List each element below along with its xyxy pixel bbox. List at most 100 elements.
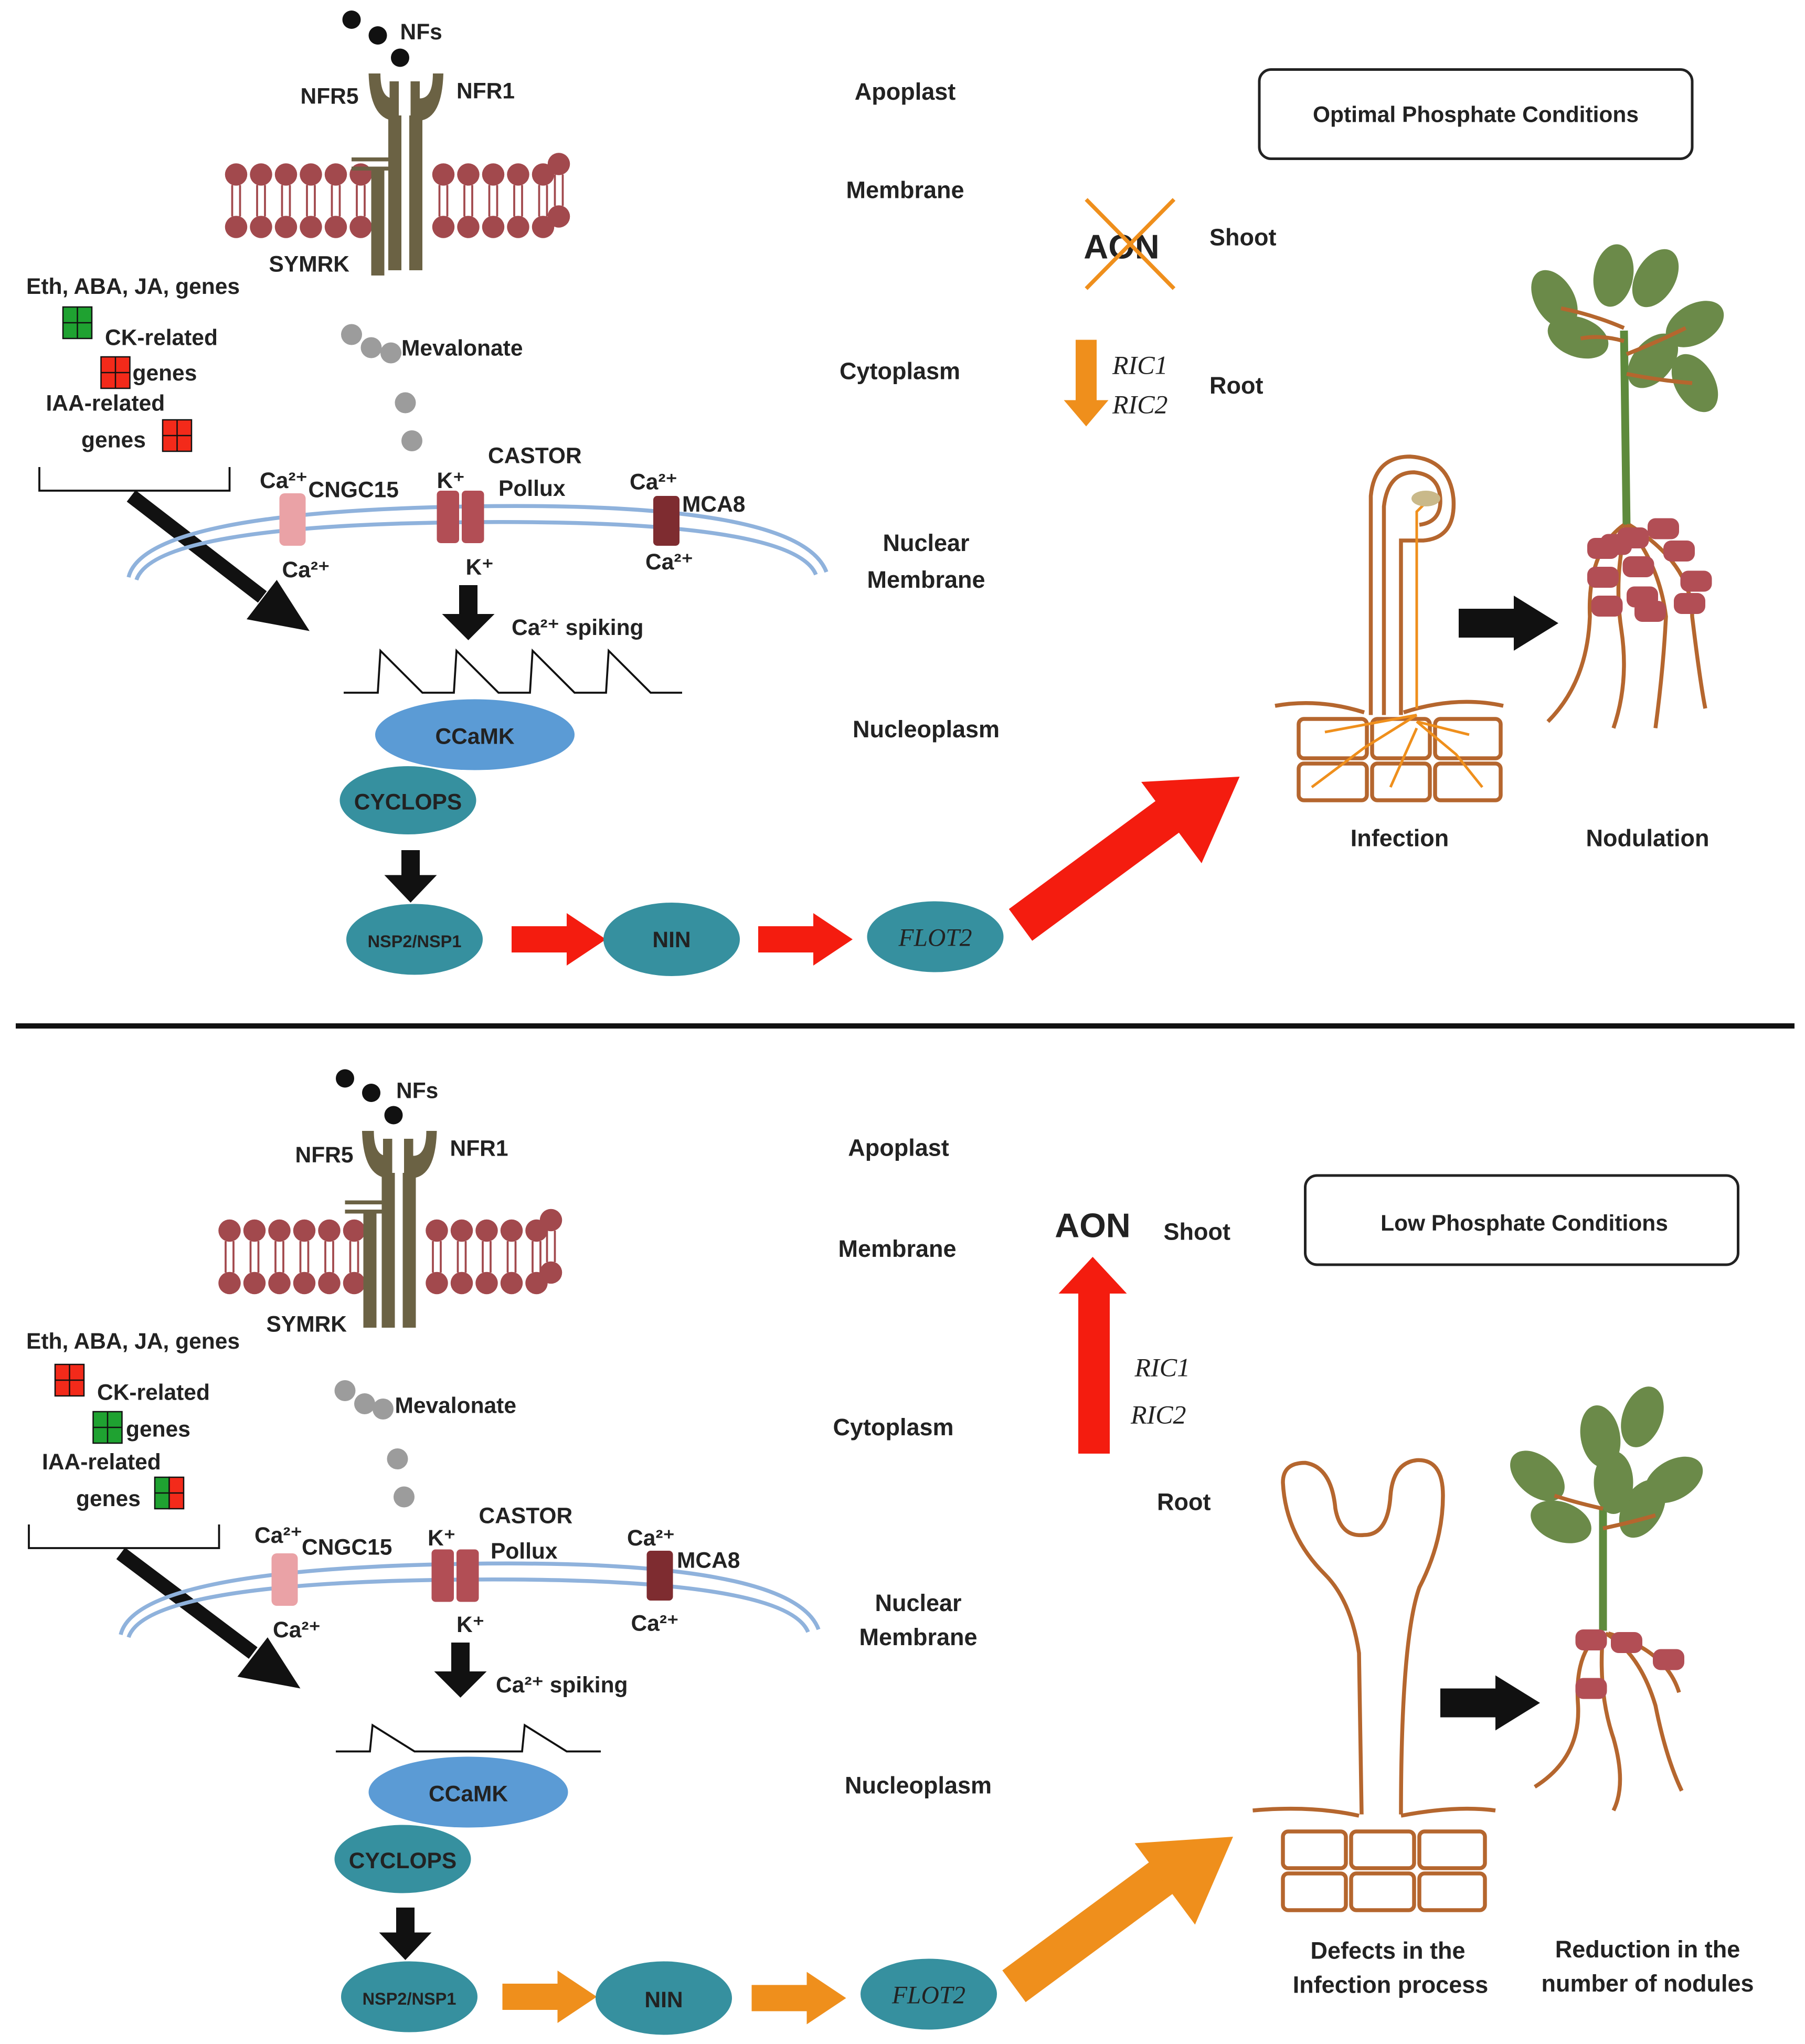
nuclear-membrane-label: Membrane <box>859 1624 977 1650</box>
red-regulation-box <box>54 1363 85 1397</box>
aon-cross <box>1085 198 1176 290</box>
castor-label: CASTOR <box>488 444 582 469</box>
ccamk-label: CCaMK <box>429 1782 508 1807</box>
iaa-related-label: IAA-related <box>42 1450 161 1475</box>
nin-protein <box>603 903 740 976</box>
mevalonate-dots <box>341 324 422 451</box>
mevalonate-label: Mevalonate <box>401 336 523 361</box>
ca-label: Ca²⁺ <box>260 469 307 493</box>
spiking-arrow-head <box>442 614 495 640</box>
nodule-reduction-label-2: number of nodules <box>1542 1970 1754 1997</box>
apoplast-label: Apoplast <box>848 1135 949 1161</box>
nin-label: NIN <box>652 928 691 952</box>
nsp-protein <box>341 1961 477 2032</box>
k-label: K⁺ <box>456 1613 484 1637</box>
spiking-arrow <box>459 585 477 617</box>
nsp-label: NSP2/NSP1 <box>368 932 462 951</box>
flot2-protein <box>867 901 1004 972</box>
nsp-to-nin-arrow <box>502 1984 558 2010</box>
green-regulation-box <box>62 306 93 340</box>
membrane-label: Membrane <box>846 177 964 204</box>
root-label: Root <box>1157 1489 1211 1516</box>
infection-defect-label-2: Infection process <box>1293 1972 1489 1998</box>
ccamk-protein <box>368 1756 568 1828</box>
mca8-label: MCA8 <box>677 1549 740 1573</box>
nin-to-flot2-arrow <box>758 926 813 952</box>
nodulated-plant <box>1522 241 1732 729</box>
ric2-label: RIC2 <box>1130 1400 1186 1429</box>
ric-up-arrow <box>1078 1291 1110 1454</box>
ric2-label: RIC2 <box>1112 390 1168 419</box>
infection-arrow <box>1008 799 1182 941</box>
nsp-label: NSP2/NSP1 <box>363 1989 456 2008</box>
spiking-arrow <box>451 1643 470 1674</box>
castor-channel <box>437 491 459 543</box>
infection-arrow-head <box>1141 777 1240 863</box>
nsp-protein <box>346 904 483 975</box>
ca-label: Ca²⁺ <box>631 1612 679 1636</box>
infection-thread <box>1311 504 1483 788</box>
nf-dot <box>368 26 387 45</box>
nuclear-label: Nuclear <box>883 529 969 556</box>
aon-label: AON <box>1055 1206 1130 1245</box>
nsp-to-nin-arrow <box>512 926 567 952</box>
symrk-label: SYMRK <box>269 252 350 277</box>
nodulation-label: Nodulation <box>1586 825 1710 852</box>
nf-dot <box>342 10 361 29</box>
k-label: K⁺ <box>428 1526 455 1551</box>
ccamk-label: CCaMK <box>435 725 514 749</box>
rhizobia <box>1411 491 1440 506</box>
bracket <box>28 1524 220 1549</box>
hormones-label: Eth, ABA, JA, genes <box>26 1329 240 1354</box>
nodulation-arrow-head <box>1514 596 1558 651</box>
panel-title-box <box>1304 1174 1739 1266</box>
cngc15-label: CNGC15 <box>309 478 399 503</box>
nfr5-label: NFR5 <box>295 1143 354 1168</box>
cytoplasm-label: Cytoplasm <box>833 1414 953 1441</box>
ca-label: Ca²⁺ <box>254 1523 302 1548</box>
nf-dot <box>362 1084 380 1102</box>
ck-related-label: CK-related <box>105 326 218 351</box>
ca-label: Ca²⁺ <box>645 550 693 575</box>
ck-related-label: CK-related <box>97 1381 210 1405</box>
flot2-label: FLOT2 <box>898 925 972 952</box>
cyclops-protein <box>339 766 476 834</box>
cyclops-label: CYCLOPS <box>349 1849 456 1873</box>
iaa-genes-label: genes <box>81 428 146 453</box>
nf-dot <box>336 1069 354 1088</box>
mevalonate-label: Mevalonate <box>395 1394 516 1418</box>
nin-to-flot2-arrow-head <box>813 913 853 966</box>
cngc15-label: CNGC15 <box>302 1535 392 1560</box>
defective-root-hair <box>1252 1458 1496 1912</box>
nfr5-label: NFR5 <box>301 84 359 109</box>
cngc15-channel <box>279 493 306 546</box>
nodule-reduction-label-1: Reduction in the <box>1555 1936 1740 1963</box>
ck-genes-label: genes <box>126 1417 190 1442</box>
k-label: K⁺ <box>437 469 465 493</box>
nucleoplasm-label: Nucleoplasm <box>845 1772 992 1799</box>
cytoplasm-label: Cytoplasm <box>840 358 960 385</box>
infection-arrow <box>1002 1860 1175 2003</box>
mca8-channel <box>646 1551 673 1601</box>
ric1-label: RIC1 <box>1112 351 1168 380</box>
mca8-label: MCA8 <box>682 492 745 517</box>
ric-down-arrow-head <box>1064 400 1109 427</box>
panel-title: Optimal Phosphate Conditions <box>1313 103 1639 128</box>
flot2-protein <box>861 1958 997 2030</box>
cngc15-channel <box>271 1553 298 1606</box>
hormones-label: Eth, ABA, JA, genes <box>26 274 240 299</box>
hormone-arrow-head <box>247 580 310 631</box>
nucleoplasm-label: Nucleoplasm <box>853 716 1000 743</box>
infection-defect-label-1: Defects in the <box>1310 1937 1465 1964</box>
nuclear-label: Nuclear <box>875 1590 961 1616</box>
infection-label: Infection <box>1351 825 1449 852</box>
ca-label: Ca²⁺ <box>273 1618 321 1643</box>
ric-up-arrow-head <box>1058 1257 1127 1294</box>
nf-receptors <box>352 73 443 276</box>
ck-genes-label: genes <box>133 361 197 386</box>
optimal-panel: NFs NFR5 NFR1 SYMRK Mevalonate Eth, ABA,… <box>26 10 1732 976</box>
nfr1-label: NFR1 <box>450 1137 508 1161</box>
mixed-regulation-box <box>154 1476 185 1510</box>
ccamk-protein <box>375 699 575 770</box>
